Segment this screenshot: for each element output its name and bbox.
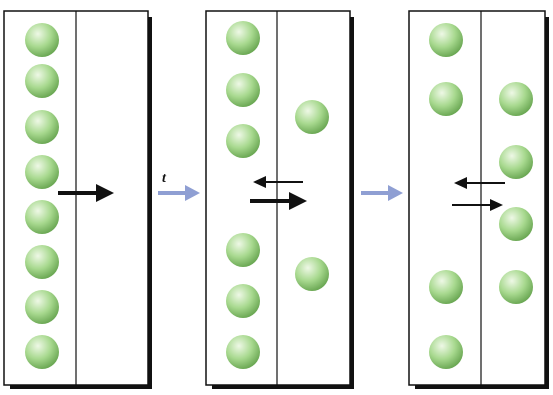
- molecule: [429, 82, 463, 116]
- panel-initial: [3, 10, 152, 389]
- panel-intermediate: [205, 10, 354, 389]
- flux-arrow-right-thin: [452, 199, 503, 211]
- panel-frame: [205, 10, 351, 386]
- molecule: [25, 290, 59, 324]
- molecule: [295, 100, 329, 134]
- time-arrow-2: [361, 185, 403, 201]
- molecule: [25, 200, 59, 234]
- left-compartment: [226, 21, 260, 369]
- molecule: [25, 64, 59, 98]
- molecule: [429, 270, 463, 304]
- flux-arrow-left-thin: [253, 176, 303, 188]
- time-label: t: [162, 171, 167, 186]
- molecule: [25, 23, 59, 57]
- molecule: [25, 110, 59, 144]
- right-compartment: [499, 82, 533, 304]
- molecule: [25, 155, 59, 189]
- molecule: [429, 23, 463, 57]
- molecule: [226, 284, 260, 318]
- left-compartment: [25, 23, 59, 369]
- right-compartment: [295, 100, 329, 291]
- molecule: [295, 257, 329, 291]
- left-compartment: [429, 23, 463, 369]
- time-arrow-1: t: [158, 171, 200, 201]
- flux-arrow-left-thin: [454, 177, 505, 189]
- molecule: [226, 21, 260, 55]
- molecule: [429, 335, 463, 369]
- molecule: [499, 207, 533, 241]
- molecule: [499, 270, 533, 304]
- molecule: [499, 145, 533, 179]
- panel-equilibrium: [408, 10, 549, 389]
- molecule: [226, 233, 260, 267]
- flux-arrow-right-thick: [250, 192, 307, 210]
- panel-frame: [408, 10, 546, 386]
- molecule: [499, 82, 533, 116]
- molecule: [25, 335, 59, 369]
- molecule: [226, 335, 260, 369]
- molecule: [226, 124, 260, 158]
- molecule: [25, 245, 59, 279]
- molecule: [226, 73, 260, 107]
- flux-arrow-right-thick: [58, 184, 114, 202]
